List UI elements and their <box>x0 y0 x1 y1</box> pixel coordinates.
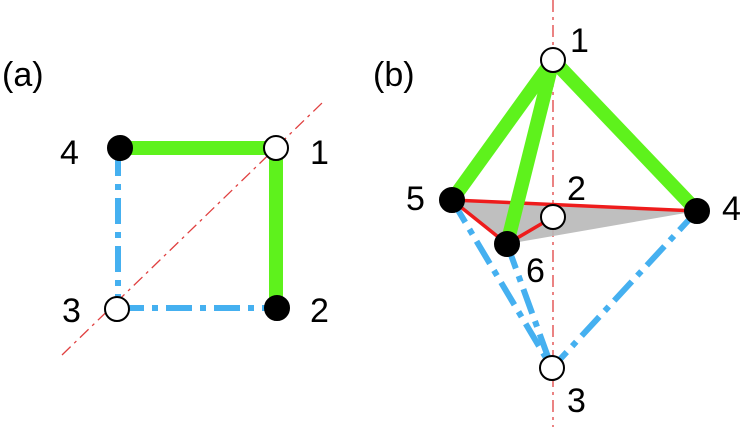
panel-b-node-2-label: 2 <box>567 170 586 208</box>
panel-b-node-4 <box>684 198 710 224</box>
panel-a-label: (a) <box>2 56 44 94</box>
panel-a: (a) 4 1 2 3 <box>2 56 329 356</box>
panel-b-node-3 <box>539 355 565 381</box>
panel-b-node-5-label: 5 <box>406 180 425 218</box>
panel-a-node-3 <box>104 296 130 322</box>
panel-b-node-5 <box>439 187 465 213</box>
panel-b-node-4-label: 4 <box>722 190 741 228</box>
panel-b-label: (b) <box>373 56 415 94</box>
panel-b-node-3-label: 3 <box>567 382 586 420</box>
panel-b-edge-1-5 <box>446 55 559 205</box>
panel-a-node-1 <box>263 135 289 161</box>
panel-b-edge-6-3 <box>504 242 555 370</box>
panel-b-edge-1-6 <box>500 58 560 246</box>
panel-b-node-6-label: 6 <box>526 252 545 290</box>
panel-b-node-1 <box>540 47 566 73</box>
panel-b: (b) 1 2 3 4 5 6 <box>373 0 741 427</box>
panel-a-node-2 <box>264 295 290 321</box>
panel-b-node-1-label: 1 <box>570 22 589 60</box>
panel-b-edge-4-3 <box>549 208 700 371</box>
panel-b-node-2 <box>540 204 566 230</box>
panel-a-node-3-label: 3 <box>62 292 81 330</box>
panel-b-node-6 <box>494 231 520 257</box>
panel-b-edge-5-4 <box>451 198 698 213</box>
panel-a-node-4 <box>107 135 133 161</box>
panel-b-edge-5-3 <box>449 198 555 370</box>
panel-a-node-2-label: 2 <box>310 292 329 330</box>
panel-b-edge-1-4 <box>547 55 703 216</box>
panel-a-node-1-label: 1 <box>310 134 329 172</box>
panel-a-node-4-label: 4 <box>60 134 79 172</box>
